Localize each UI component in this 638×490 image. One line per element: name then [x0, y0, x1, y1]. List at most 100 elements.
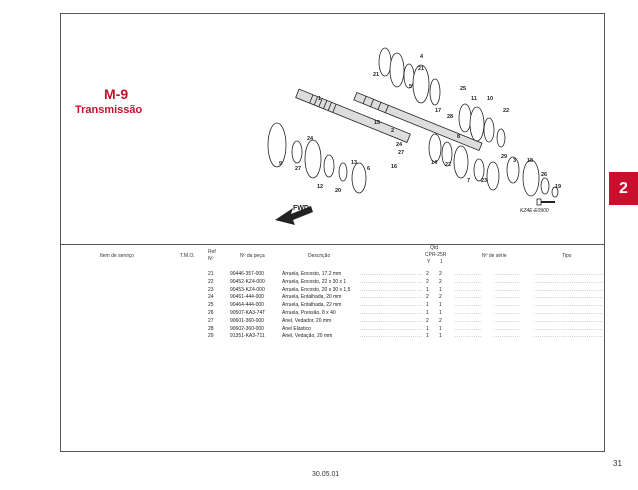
header-tmo: T.M.O. — [180, 253, 195, 259]
header-qty-1: Qtd — [430, 245, 439, 251]
dotted-leader: .............. — [455, 333, 482, 340]
document-date: 30.05.01 — [312, 471, 340, 478]
header-ref-1: Ref — [208, 249, 216, 255]
cell-ref: 27 — [208, 317, 214, 324]
cell-q1: 2 — [426, 278, 429, 285]
cell-part: 90452-KZ4-000 — [230, 278, 265, 285]
section-code: M-9 — [104, 86, 129, 102]
cell-q1: 1 — [426, 325, 429, 332]
callout: 10 — [487, 96, 493, 102]
callout: 4 — [420, 54, 424, 60]
callout: 24 — [396, 142, 403, 148]
dotted-leader: ................................. — [360, 317, 423, 324]
dotted-leader: ................................. — [360, 302, 423, 309]
dotted-leader: ................................. — [360, 310, 423, 316]
header-part-no: Nº da peça — [240, 253, 265, 259]
cell-q1: 1 — [426, 286, 429, 293]
dotted-leader: ...................................... — [534, 294, 606, 301]
callout: 18 — [527, 158, 533, 164]
dotted-leader: ...................................... — [534, 333, 606, 340]
header-service-item: Item de serviço — [100, 253, 134, 259]
cell-desc: Anel Elástico — [282, 325, 311, 332]
callout: 27 — [295, 166, 301, 172]
dotted-leader: .............. — [494, 294, 521, 301]
dotted-leader: .............. — [494, 271, 521, 277]
cell-q1: 2 — [426, 294, 429, 301]
cell-q2: 2 — [439, 294, 442, 301]
callout: 24 — [307, 136, 314, 142]
callout: 23 — [481, 178, 487, 184]
cell-desc: Arruela, Pressão, 8 x 40 — [282, 310, 336, 316]
dotted-leader: ................................. — [360, 294, 423, 301]
cell-desc: Arruela, Encosto, 17,2 mm — [282, 271, 342, 277]
header-qty-1col: 1 — [440, 259, 443, 265]
dotted-leader: ...................................... — [534, 278, 606, 285]
cell-q2: 1 — [439, 310, 442, 316]
header-description: Descrição — [308, 253, 331, 259]
cell-part: 90602-360-000 — [230, 325, 264, 332]
callout: 17 — [435, 108, 441, 114]
callout: 22 — [445, 162, 451, 168]
callout: 22 — [503, 108, 509, 114]
dotted-leader: .............. — [455, 302, 482, 309]
cell-desc: Anel, Vedação, 20 mm — [282, 333, 333, 340]
table-row: 22 90452-KZ4-000 Arruela, Encosto, 22 x 30… — [0, 279, 638, 287]
callout: 9 — [279, 161, 282, 167]
callout: 13 — [351, 160, 357, 166]
cell-q1: 1 — [426, 310, 429, 316]
callout: 3 — [513, 158, 516, 164]
dotted-leader: ................................. — [360, 278, 423, 285]
header-qty-y: Y — [427, 259, 431, 265]
gear-set-upper — [378, 47, 506, 148]
cell-q2: 1 — [439, 325, 442, 332]
cell-ref: 26 — [208, 310, 214, 316]
dotted-leader: ...................................... — [534, 325, 606, 332]
dotted-leader: .............. — [494, 278, 521, 285]
callout: 20 — [335, 188, 341, 194]
cell-part: 90461-444-000 — [230, 294, 264, 301]
cell-q2: 2 — [439, 271, 442, 277]
dotted-leader: .............. — [494, 310, 521, 316]
dotted-leader: .............. — [455, 310, 482, 316]
fwd-arrow: FWD — [275, 205, 313, 225]
dotted-leader: ...................................... — [534, 302, 606, 309]
callout: 27 — [398, 150, 404, 156]
cell-desc: Arruela, Entalhada, 22 mm — [282, 302, 342, 309]
dotted-leader: .............. — [455, 294, 482, 301]
dotted-leader: .............. — [494, 317, 521, 324]
page-number: 31 — [613, 459, 622, 468]
cell-desc: Arruela, Encosto, 22 x 30 x 1 — [282, 278, 347, 285]
dotted-leader: ...................................... — [534, 286, 606, 293]
mainshaft — [295, 88, 411, 143]
cell-q2: 2 — [439, 317, 442, 324]
cell-q1: 2 — [426, 317, 429, 324]
dotted-leader: ................................. — [360, 286, 423, 293]
callout: 21 — [373, 72, 379, 78]
callout: 7 — [467, 178, 470, 184]
callouts: 4 21 21 5 1 17 25 11 10 28 22 15 2 8 24 … — [279, 54, 561, 194]
cell-part: 91351-KA3-711 — [230, 333, 265, 340]
section-tab[interactable]: 2 — [609, 172, 638, 205]
cell-ref: 21 — [208, 271, 214, 277]
cell-q2: 1 — [439, 286, 442, 293]
dotted-leader: ................................. — [360, 325, 423, 332]
dotted-leader: ................................. — [360, 271, 423, 277]
cell-part: 90601-360-000 — [230, 317, 264, 324]
dotted-leader: .............. — [494, 286, 521, 293]
cell-ref: 24 — [208, 294, 214, 301]
dotted-leader: .............. — [494, 325, 521, 332]
cell-q1: 1 — [426, 302, 429, 309]
callout: 29 — [501, 154, 507, 160]
callout: 14 — [431, 160, 438, 166]
cell-ref: 22 — [208, 278, 214, 285]
dotted-leader: .............. — [494, 333, 521, 340]
cell-part: 90464-444-000 — [230, 302, 264, 309]
page-frame — [60, 13, 605, 452]
cell-q2: 1 — [439, 333, 442, 340]
callout: 21 — [418, 66, 424, 72]
